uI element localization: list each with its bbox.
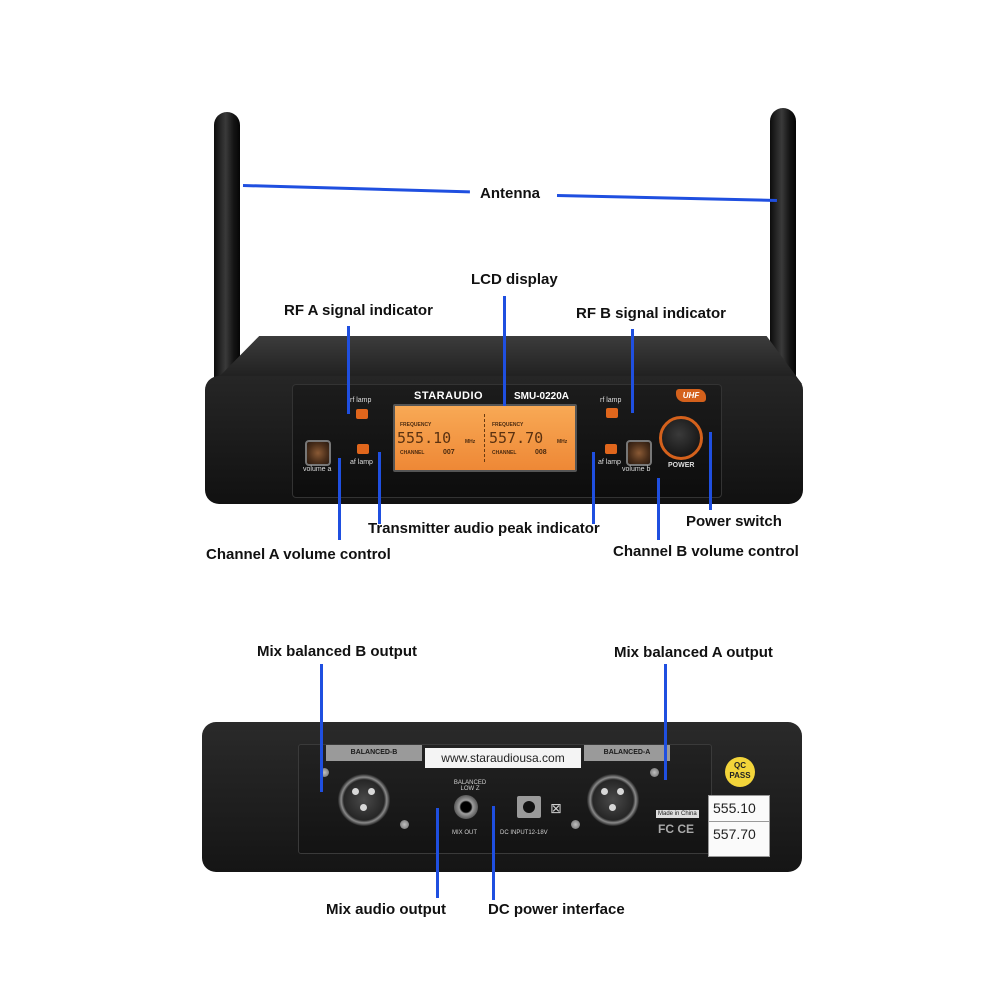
power-button[interactable]: [659, 416, 703, 460]
model-number: SMU-0220A: [514, 391, 570, 402]
lcd-display: FREQUENCY 555.10 MHz CHANNEL 007 FREQUEN…: [393, 404, 577, 472]
screw: [571, 820, 580, 829]
lcd-b-freq-label: FREQUENCY: [492, 422, 524, 428]
ch-a-volume-line: [338, 458, 341, 540]
power-label: POWER: [668, 462, 695, 469]
rf-a-lamp-label: rf lamp: [350, 397, 372, 404]
website-label: www.staraudiousa.com: [425, 748, 581, 768]
dc-input-jack[interactable]: [517, 796, 541, 818]
mix-audio-line: [436, 808, 439, 898]
rf-b-line: [631, 329, 634, 413]
mix-b-label: Mix balanced B output: [257, 643, 418, 660]
lcd-b-channel: 008: [535, 449, 547, 456]
weee-icon: ⊠: [550, 800, 562, 816]
ch-b-volume-line: [657, 478, 660, 540]
qc-pass-sticker: QC PASS: [725, 757, 755, 787]
volume-a-label: volume a: [303, 466, 332, 473]
volume-b-label: volume b: [622, 466, 651, 473]
uhf-badge: UHF: [676, 389, 706, 402]
af-b-lamp: [605, 444, 617, 454]
frequency-sticker-b: 557.70: [709, 821, 769, 847]
xlr-pin: [352, 788, 359, 795]
qc-bottom-text: PASS: [729, 771, 751, 780]
xlr-pin: [601, 788, 608, 795]
ch-b-volume-label: Channel B volume control: [613, 543, 799, 560]
balanced-a-xlr-connector[interactable]: [587, 774, 639, 826]
balanced-low-z-label: BALANCED LOW Z: [453, 780, 487, 792]
mix-audio-label: Mix audio output: [326, 901, 446, 918]
lcd-a-channel: 007: [443, 449, 455, 456]
lcd-display-label: LCD display: [471, 271, 558, 288]
antenna-label: Antenna: [480, 185, 540, 202]
rf-a-label: RF A signal indicator: [284, 302, 433, 319]
audio-peak-label: Transmitter audio peak indicator: [368, 520, 600, 537]
brand-logo: STARAUDIO: [414, 390, 484, 402]
af-a-lamp: [357, 444, 369, 454]
xlr-pin: [360, 804, 367, 811]
screw: [400, 820, 409, 829]
qc-top-text: QC: [734, 761, 746, 770]
af-b-lamp-label: af lamp: [598, 459, 621, 466]
mix-a-line: [664, 664, 667, 780]
screw: [650, 768, 659, 777]
rf-a-line: [347, 326, 350, 414]
mix-out-label: MIX OUT: [452, 830, 477, 836]
rf-b-label: RF B signal indicator: [576, 305, 727, 322]
dc-power-line: [492, 806, 495, 900]
audio-peak-line-a: [378, 452, 381, 524]
lcd-a-channel-label: CHANNEL: [400, 450, 425, 456]
antenna-line-left: [242, 184, 470, 194]
frequency-sticker: 555.10 557.70: [708, 795, 770, 857]
power-switch-label: Power switch: [686, 513, 782, 530]
volume-a-knob[interactable]: [305, 440, 331, 466]
fcc-ce-marks: FC CE: [658, 822, 694, 836]
lcd-b-frequency: 557.70: [489, 429, 544, 447]
rf-a-lamp: [356, 409, 368, 419]
lcd-display-line: [503, 296, 506, 406]
screw: [320, 768, 329, 777]
lcd-divider: [484, 414, 486, 462]
mix-out-jack[interactable]: [454, 795, 478, 819]
audio-peak-line-b: [592, 452, 595, 524]
balanced-b-tab: BALANCED-B: [326, 745, 422, 761]
xlr-pin: [609, 804, 616, 811]
rf-b-lamp: [606, 408, 618, 418]
antenna-line-right: [556, 194, 777, 202]
power-line: [709, 432, 712, 510]
lcd-a-unit: MHz: [465, 439, 476, 445]
balanced-a-tab: BALANCED-A: [584, 745, 670, 761]
af-a-lamp-label: af lamp: [350, 459, 373, 466]
dc-power-label: DC power interface: [488, 901, 625, 918]
volume-b-knob[interactable]: [626, 440, 652, 466]
frequency-sticker-a: 555.10: [713, 800, 756, 816]
xlr-pin: [617, 788, 624, 795]
xlr-pin: [368, 788, 375, 795]
made-in-label: Made in China: [656, 810, 699, 818]
ch-a-volume-label: Channel A volume control: [206, 546, 391, 563]
lcd-a-frequency: 555.10: [397, 429, 452, 447]
dc-input-label: DC INPUT12-18V: [500, 830, 548, 836]
lcd-b-channel-label: CHANNEL: [492, 450, 517, 456]
lcd-b-unit: MHz: [557, 439, 568, 445]
balanced-b-xlr-connector[interactable]: [338, 774, 390, 826]
rf-b-lamp-label: rf lamp: [600, 397, 622, 404]
mix-a-label: Mix balanced A output: [614, 644, 773, 661]
mix-b-line: [320, 664, 323, 792]
lcd-a-freq-label: FREQUENCY: [400, 422, 432, 428]
